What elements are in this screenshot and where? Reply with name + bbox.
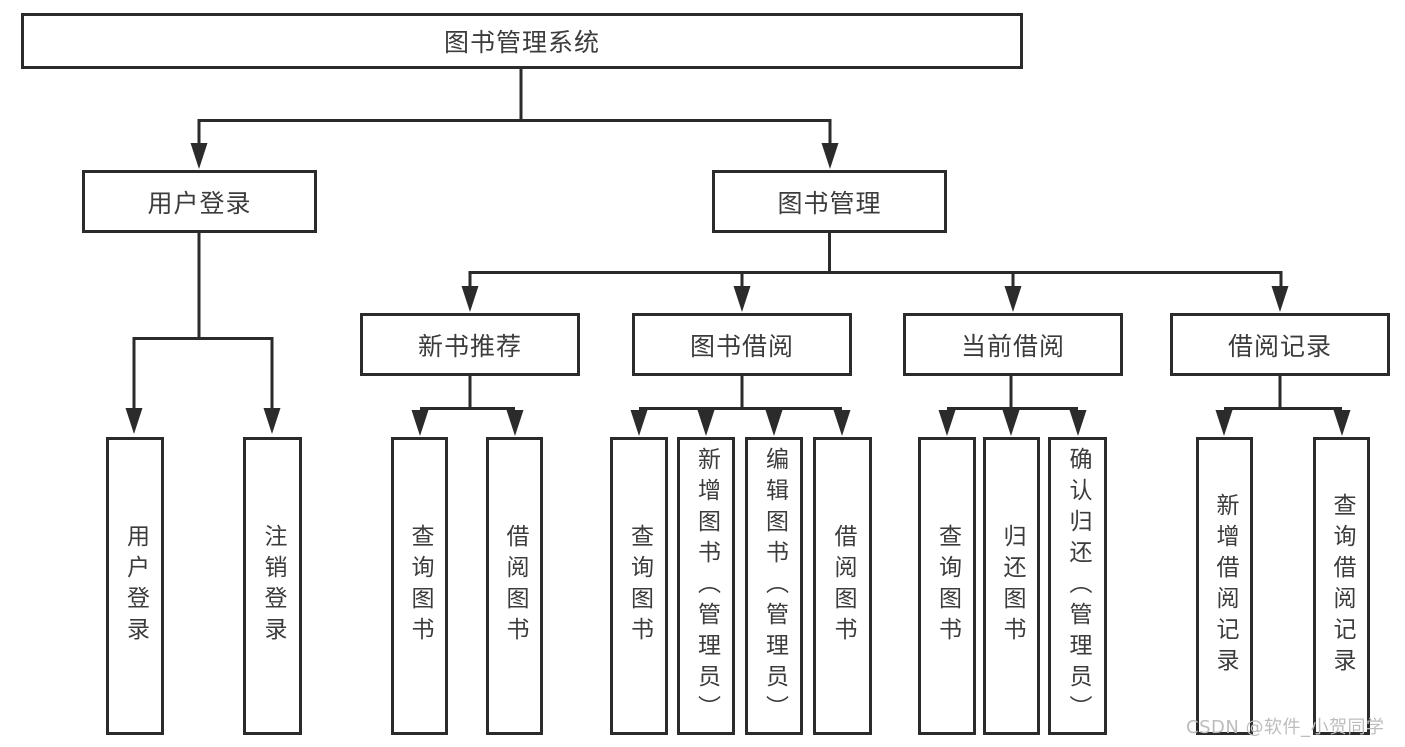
arrow-down-icon xyxy=(411,410,429,436)
node-book-borrow: 图书借阅 xyxy=(632,313,852,376)
arrow-down-icon xyxy=(190,143,208,169)
node-bb-edit-books: 编辑图书（管理员） xyxy=(745,437,803,735)
arrow-down-icon xyxy=(697,410,715,436)
node-new-book-rec: 新书推荐 xyxy=(360,313,580,376)
arrow-down-icon xyxy=(263,408,281,434)
node-cb-query-books: 查询图书 xyxy=(918,437,976,735)
node-logout: 注销登录 xyxy=(243,437,302,735)
arrow-down-icon xyxy=(938,410,956,436)
node-borrow-records: 借阅记录 xyxy=(1170,313,1390,376)
arrow-down-icon xyxy=(733,286,751,312)
node-user-login-group: 用户登录 xyxy=(82,170,317,233)
arrow-down-icon xyxy=(1271,286,1289,312)
arrowheads xyxy=(125,143,1351,436)
node-bb-borrow-books: 借阅图书 xyxy=(813,437,872,735)
arrow-down-icon xyxy=(1333,410,1351,436)
node-book-mgmt: 图书管理 xyxy=(712,170,947,233)
arrow-down-icon xyxy=(1002,410,1020,436)
arrow-down-icon xyxy=(765,410,783,436)
arrow-down-icon xyxy=(821,143,839,169)
arrow-down-icon xyxy=(1215,410,1233,436)
node-root: 图书管理系统 xyxy=(21,13,1023,69)
node-cb-confirm-return: 确认归还（管理员） xyxy=(1048,437,1107,735)
node-br-query-record: 查询借阅记录 xyxy=(1313,437,1370,735)
node-br-add-record: 新增借阅记录 xyxy=(1196,437,1253,735)
arrow-down-icon xyxy=(506,410,524,436)
node-user-login: 用户登录 xyxy=(106,437,164,735)
node-rec-borrow-books: 借阅图书 xyxy=(486,437,543,735)
arrow-down-icon xyxy=(833,410,851,436)
arrow-down-icon xyxy=(461,286,479,312)
arrow-down-icon xyxy=(125,408,143,434)
node-rec-query-books: 查询图书 xyxy=(391,437,448,735)
login-children-bar xyxy=(132,337,274,412)
node-current-borrow: 当前借阅 xyxy=(903,313,1123,376)
node-cb-return-books: 归还图书 xyxy=(983,437,1040,735)
arrow-down-icon xyxy=(1069,410,1087,436)
arrow-down-icon xyxy=(630,410,648,436)
level3-bar xyxy=(468,271,1283,290)
level2-bar xyxy=(197,119,832,146)
watermark: CSDN @软件_小贺同学 xyxy=(1186,717,1385,738)
node-bb-add-books: 新增图书（管理员） xyxy=(677,437,735,735)
arrow-down-icon xyxy=(1004,286,1022,312)
node-bb-query-books: 查询图书 xyxy=(610,437,668,735)
